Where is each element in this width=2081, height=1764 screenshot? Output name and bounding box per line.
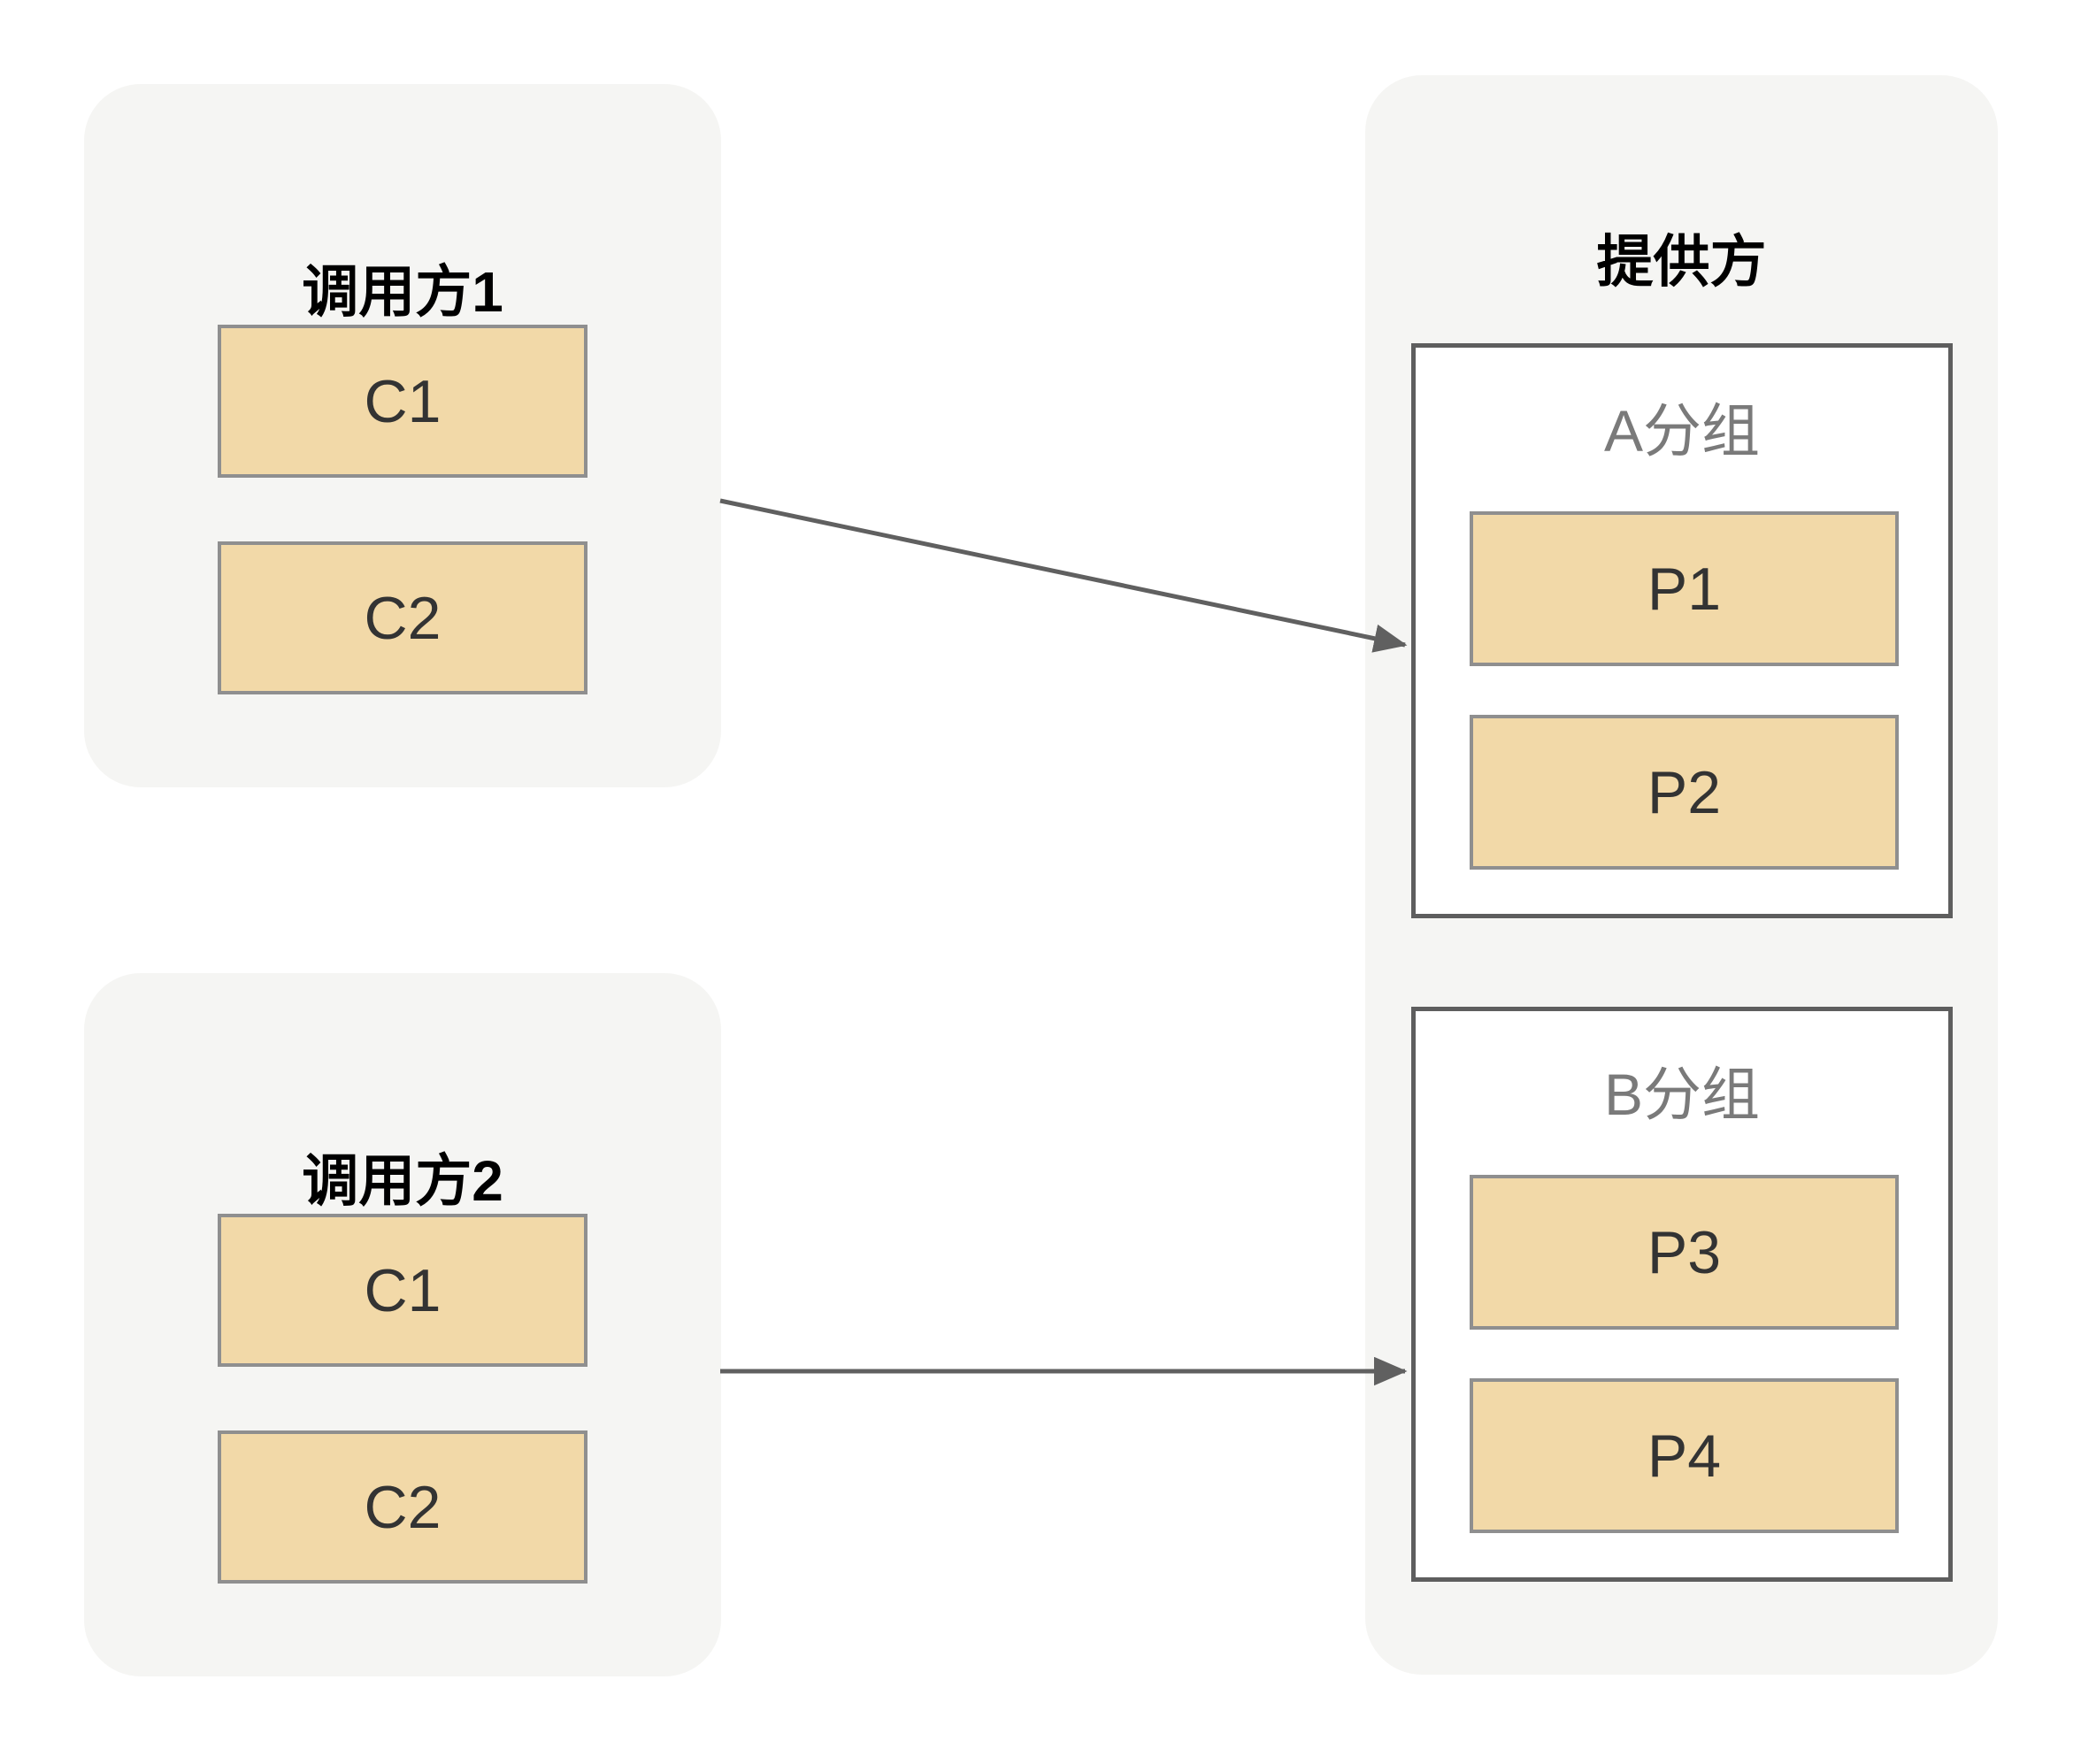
provider-container: 提供方 A分组 P1 P2 B分组 P3 P4	[1365, 75, 1998, 1675]
caller1-node-c2: C2	[218, 541, 587, 694]
caller2-node-c2: C2	[218, 1430, 587, 1584]
group-a-node-p1-label: P1	[1647, 555, 1722, 623]
caller1-title: 调用方1	[302, 260, 503, 324]
caller2-node-c1: C1	[218, 1214, 587, 1367]
caller2-title: 调用方2	[302, 1149, 503, 1213]
group-a-label: A分组	[1603, 398, 1761, 464]
caller1-node-c2-label: C2	[364, 584, 442, 652]
arrow-caller1-to-group-a	[719, 498, 1408, 653]
caller2-node-c2-label: C2	[364, 1473, 442, 1541]
group-b-node-p4: P4	[1470, 1378, 1899, 1533]
group-a-node-p2: P2	[1470, 715, 1899, 870]
group-a-node-p2-label: P2	[1647, 758, 1722, 826]
group-a-box: A分组 P1 P2	[1411, 343, 1953, 918]
caller2-container: 调用方2 C1 C2	[84, 973, 721, 1676]
caller2-node-c1-label: C1	[364, 1256, 442, 1324]
caller1-node-c1-label: C1	[364, 367, 442, 435]
caller1-container: 调用方1 C1 C2	[84, 84, 721, 787]
group-b-node-p3: P3	[1470, 1175, 1899, 1330]
group-b-box: B分组 P3 P4	[1411, 1007, 1953, 1582]
provider-title: 提供方	[1596, 230, 1767, 294]
group-b-node-p3-label: P3	[1647, 1218, 1722, 1286]
group-a-node-p1: P1	[1470, 511, 1899, 666]
group-b-label: B分组	[1603, 1062, 1761, 1127]
caller1-node-c1: C1	[218, 325, 587, 478]
group-b-node-p4-label: P4	[1647, 1422, 1722, 1490]
